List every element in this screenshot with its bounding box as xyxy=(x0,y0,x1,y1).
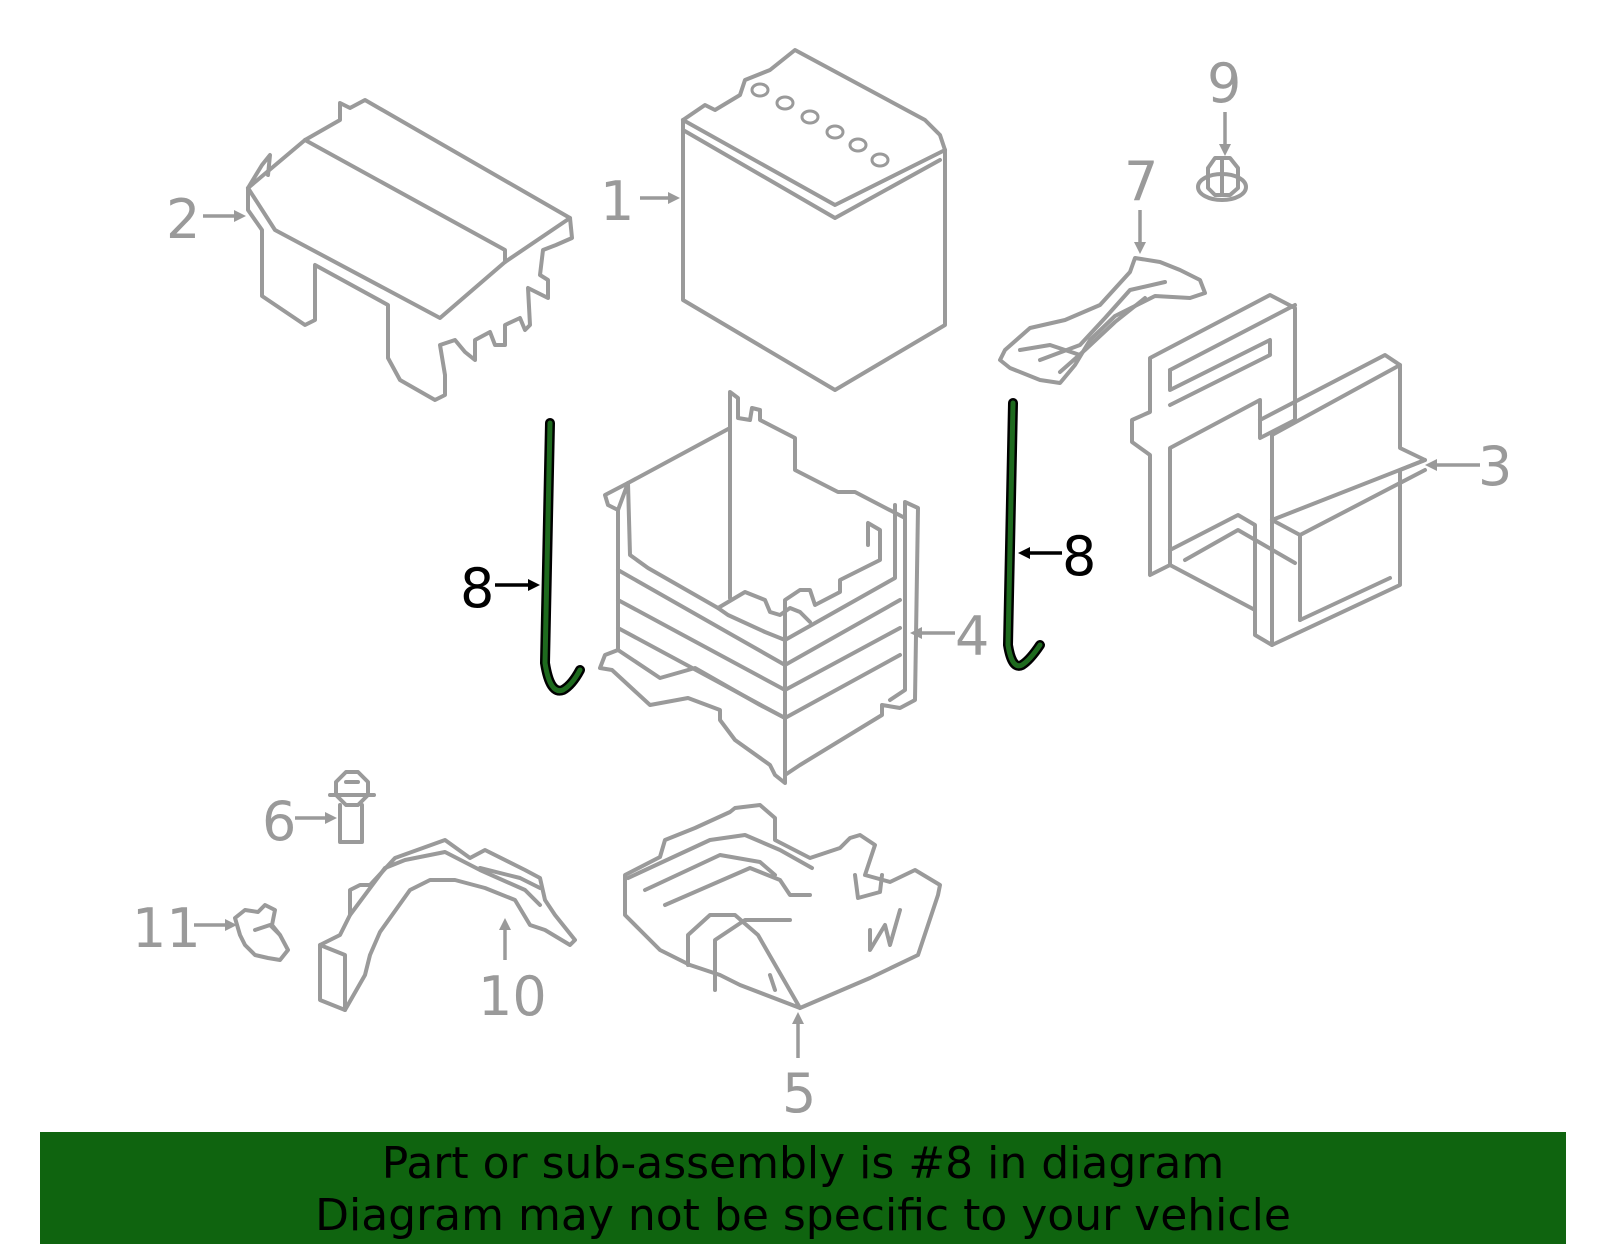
callout-4: 4 xyxy=(955,605,989,668)
callout-6: 6 xyxy=(262,790,296,853)
part-8-hose-right[interactable] xyxy=(1003,398,1045,671)
callout-1: 1 xyxy=(600,170,634,233)
callout-3: 3 xyxy=(1478,435,1512,498)
callout-arrows xyxy=(194,112,1480,1058)
callout-2: 2 xyxy=(166,188,200,251)
part-4-tray[interactable] xyxy=(598,390,920,785)
part-7-clamp[interactable] xyxy=(998,256,1207,385)
banner-line-2: Diagram may not be specific to your vehi… xyxy=(315,1190,1291,1241)
part-2-cover[interactable] xyxy=(246,98,574,402)
callout-7: 7 xyxy=(1124,150,1158,213)
callout-10: 10 xyxy=(478,965,547,1028)
info-banner: Part or sub-assembly is #8 in diagram Di… xyxy=(40,1132,1566,1244)
callout-8-left: 8 xyxy=(460,557,494,620)
part-1-battery[interactable] xyxy=(681,48,947,392)
part-6-bolt[interactable] xyxy=(328,770,376,844)
callout-9: 9 xyxy=(1207,52,1241,115)
banner-line-1: Part or sub-assembly is #8 in diagram xyxy=(381,1138,1225,1189)
part-5-base[interactable] xyxy=(623,803,942,1010)
callout-5: 5 xyxy=(782,1062,816,1125)
callout-8-right: 8 xyxy=(1062,525,1096,588)
part-10-bracket[interactable] xyxy=(318,838,577,1012)
callout-11: 11 xyxy=(132,897,201,960)
part-3-bracket[interactable] xyxy=(1130,293,1427,647)
part-9-nut[interactable] xyxy=(1196,156,1248,202)
part-8-hose-left[interactable] xyxy=(540,418,585,696)
part-11-clip[interactable] xyxy=(233,903,290,962)
